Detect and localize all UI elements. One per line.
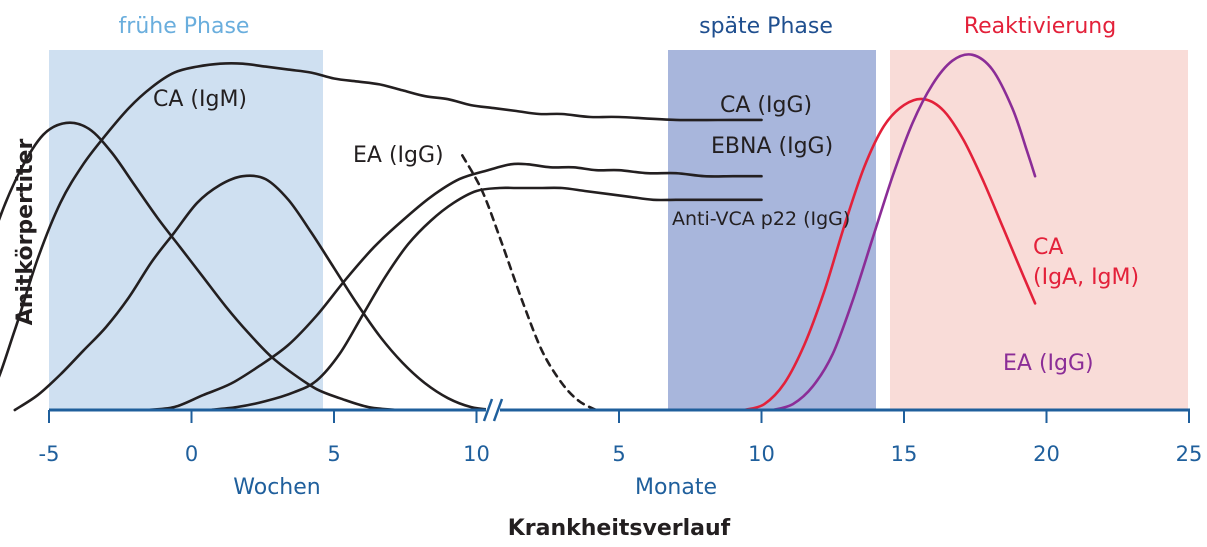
x-tick-label: 10	[463, 442, 490, 466]
curve-ebna-dashed-decline	[461, 154, 598, 412]
label-ca-iga-igm-line1: CA	[1033, 235, 1063, 260]
x-tick-label: 5	[327, 442, 340, 466]
x-axis-title: Krankheitsverlauf	[508, 516, 731, 541]
x-tick-label: 20	[1033, 442, 1060, 466]
label-ca-iga-igm: CA (IgA, IgM)	[1033, 235, 1139, 290]
x-tick-label: 15	[891, 442, 918, 466]
phase-band-reactivation	[890, 50, 1188, 410]
label-ca-iga-igm-line2: (IgA, IgM)	[1033, 265, 1139, 290]
label-anti-vca: Anti-VCA p22 (IgG)	[672, 208, 850, 230]
curves	[0, 53, 1037, 412]
curve-ea-igg-reactivation	[771, 53, 1037, 412]
axis-break	[482, 398, 504, 422]
curve-anti-vca-p22	[207, 186, 763, 412]
x-tick-label: 10	[748, 442, 775, 466]
phase-band-early	[49, 50, 323, 410]
label-ea-igg-early: EA (IgG)	[353, 143, 444, 168]
x-tick-label: 25	[1176, 442, 1203, 466]
unit-label-months: Monate	[635, 475, 717, 500]
curve-ebna-igg	[144, 162, 763, 412]
label-ebna-igg: EBNA (IgG)	[711, 134, 833, 159]
phase-band-late	[668, 50, 876, 410]
curve-ca-iga-igm	[743, 97, 1037, 412]
curve-ca-igg	[0, 62, 763, 378]
y-axis-title: Anitkörpertiter	[13, 139, 38, 326]
label-ea-igg-reactivation: EA (IgG)	[1003, 351, 1094, 376]
x-axis-ticks: -5 0 5 10 5 10 15 20 25	[39, 410, 1203, 466]
phase-label-early: frühe Phase	[119, 14, 250, 39]
phase-label-late: späte Phase	[699, 14, 833, 39]
x-tick-label: -5	[39, 442, 60, 466]
unit-label-weeks: Wochen	[233, 475, 320, 500]
label-ca-igm: CA (IgM)	[153, 87, 247, 112]
label-ca-igg: CA (IgG)	[720, 93, 812, 118]
curve-ea-igg-early	[13, 174, 495, 412]
phase-label-reactivation: Reaktivierung	[964, 14, 1116, 39]
x-tick-label: 5	[612, 442, 625, 466]
x-tick-label: 0	[185, 442, 198, 466]
